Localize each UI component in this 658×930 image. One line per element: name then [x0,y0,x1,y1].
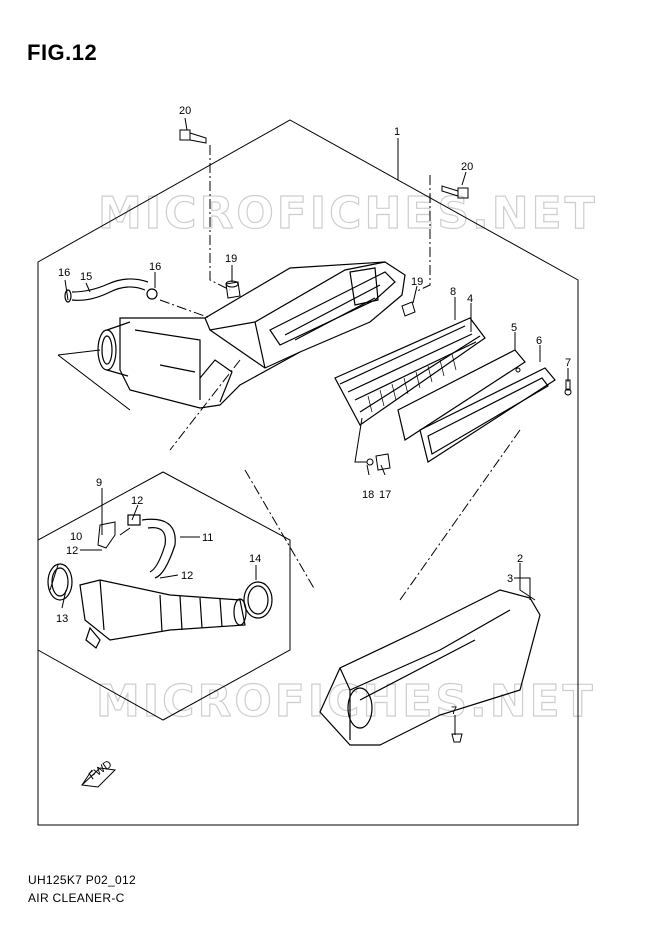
drain-plug-parts [366,453,391,471]
callout-7-bottom: 7 [451,705,457,717]
callout-10: 10 [70,531,82,543]
callout-19-left: 19 [225,253,237,265]
callout-17: 17 [379,489,391,501]
callout-numbers: 1 2 3 4 5 6 7 7 8 9 10 11 12 12 12 13 14… [56,105,571,717]
figure-name: AIR CLEANER-C [28,891,125,905]
callout-16-left: 16 [58,267,70,279]
assembly-outline [37,119,579,826]
callout-12-left: 12 [66,545,78,557]
filter-frame [419,367,556,463]
callout-8: 8 [450,286,456,298]
case-cover [319,589,541,746]
callout-13: 13 [56,613,68,625]
callout-9: 9 [96,477,102,489]
callout-15: 15 [80,271,92,283]
leader-lines [49,117,569,735]
callout-20-left: 20 [179,105,191,117]
callout-2: 2 [517,553,523,565]
case-inlet-snout [97,321,131,377]
inlet-group-outline [37,471,291,721]
callout-20-right: 20 [461,161,473,173]
inlet-duct [79,579,247,649]
figure-code: UH125K7 P02_012 [28,873,136,887]
screw-top [564,379,572,396]
callout-3: 3 [507,573,513,585]
guide-lines [159,145,521,601]
callout-7-top: 7 [565,357,571,369]
grommet-right [401,301,416,317]
drain-hose [64,278,158,303]
plate-hole [515,367,521,373]
callout-12-top: 12 [131,495,143,507]
bolt-right [441,185,469,199]
callout-4: 4 [467,293,473,305]
watermark-bottom: MICROFICHES.NET [95,675,596,727]
clamp-left [47,563,73,601]
callout-11: 11 [202,532,213,544]
callout-19-right: 19 [411,276,423,288]
elbow-fitting [97,521,116,549]
grommet-left [225,280,241,299]
callout-12-right: 12 [181,570,193,582]
callout-18: 18 [362,489,374,501]
filter-element [334,317,486,426]
clamp-right [243,581,273,619]
cover-plate [397,349,526,441]
air-cleaner-case [119,261,406,409]
intake-hose [127,514,176,579]
callout-14: 14 [249,553,261,565]
figure-title: FIG.12 [27,40,98,65]
watermark-top: MICROFICHES.NET [97,187,598,239]
filter-pleats [367,353,457,413]
callout-1: 1 [394,126,400,138]
callout-6: 6 [536,335,542,347]
bolt-left [179,129,207,144]
fwd-arrow-icon [80,767,117,788]
screw-bottom [451,733,463,743]
callout-16-right: 16 [149,261,161,273]
callout-5: 5 [511,322,517,334]
